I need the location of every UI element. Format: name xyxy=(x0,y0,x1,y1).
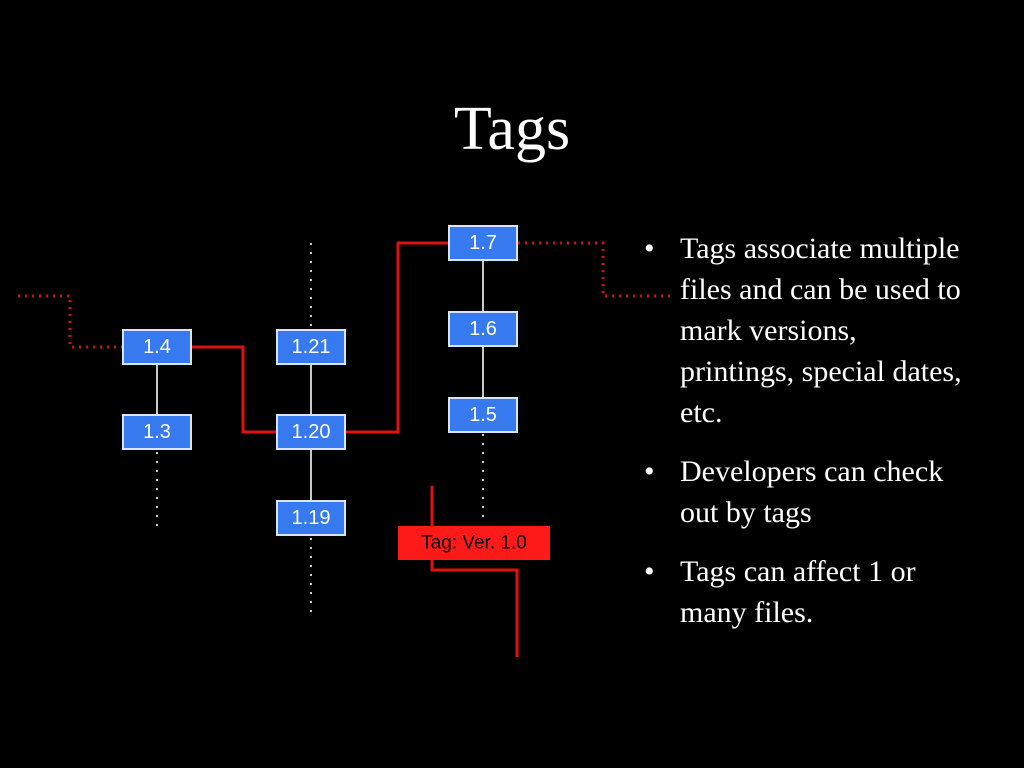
revision-node-1-7: 1.7 xyxy=(448,225,518,261)
revision-label: 1.4 xyxy=(143,336,171,358)
revision-node-1-20: 1.20 xyxy=(276,414,346,450)
bullet-list: • Tags associate multiple files and can … xyxy=(640,228,970,651)
slide-title: Tags xyxy=(453,95,571,163)
revision-label: 1.5 xyxy=(469,404,497,426)
bullet-text: Tags can affect 1 or many files. xyxy=(680,555,916,629)
revision-node-1-4: 1.4 xyxy=(122,329,192,365)
bullet-item: • Tags can affect 1 or many files. xyxy=(640,551,970,633)
revision-node-1-21: 1.21 xyxy=(276,329,346,365)
tag-line-dotted-left xyxy=(18,294,123,349)
bullet-item: • Tags associate multiple files and can … xyxy=(640,228,970,433)
revision-label: 1.3 xyxy=(143,421,171,443)
bullet-text: Tags associate multiple files and can be… xyxy=(680,232,962,429)
tag-line-lower xyxy=(430,486,519,657)
bullet-item: • Developers can check out by tags xyxy=(640,451,970,533)
tag-label-box: Tag: Ver. 1.0 xyxy=(398,526,550,560)
tag-line-solid-2 xyxy=(346,241,448,434)
revision-node-1-5: 1.5 xyxy=(448,397,518,433)
tag-line-solid xyxy=(192,345,277,434)
revision-node-1-6: 1.6 xyxy=(448,311,518,347)
revision-node-1-3: 1.3 xyxy=(122,414,192,450)
tag-line-dotted-right xyxy=(518,241,670,298)
revision-label: 1.20 xyxy=(292,421,331,443)
revision-label: 1.6 xyxy=(469,318,497,340)
revision-label: 1.21 xyxy=(292,336,331,358)
bullet-symbol: • xyxy=(644,232,655,265)
revision-label: 1.7 xyxy=(469,232,497,254)
bullet-text: Developers can check out by tags xyxy=(680,455,944,529)
bullet-symbol: • xyxy=(644,555,655,588)
bullet-symbol: • xyxy=(644,455,655,488)
tag-label-text: Tag: Ver. 1.0 xyxy=(421,533,527,554)
revision-label: 1.19 xyxy=(292,507,331,529)
revision-node-1-19: 1.19 xyxy=(276,500,346,536)
